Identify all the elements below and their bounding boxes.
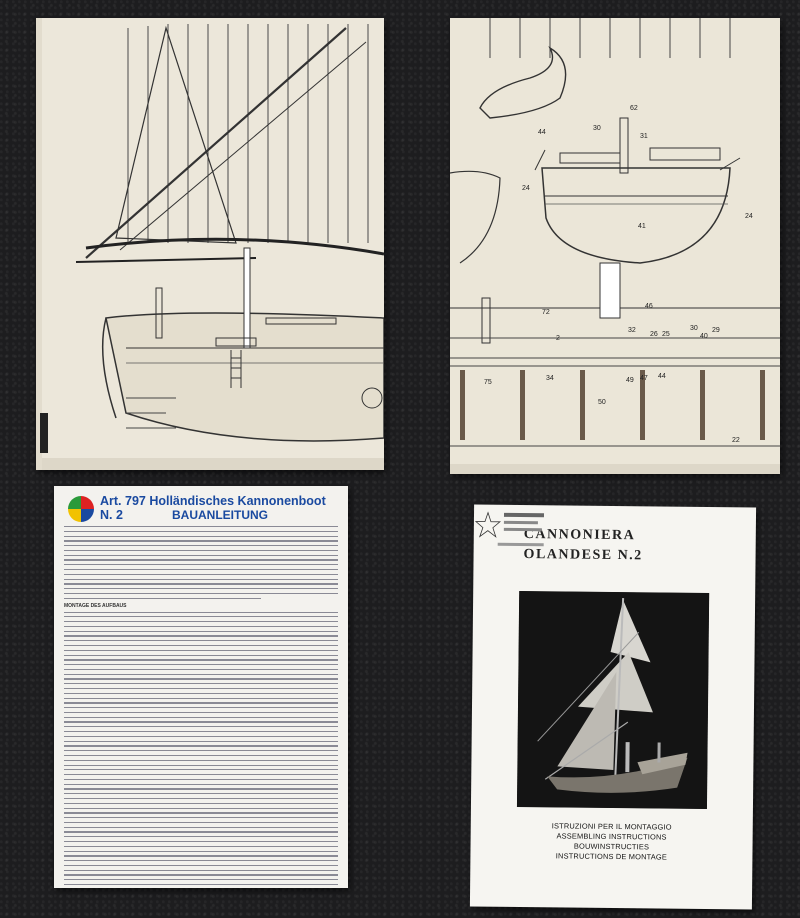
- part-label: 49: [626, 377, 634, 384]
- part-label: 50: [598, 399, 606, 406]
- part-label: 29: [712, 327, 720, 334]
- part-label: 24: [745, 213, 753, 220]
- sailboat-profile-drawing: [36, 18, 384, 470]
- part-label: 32: [628, 327, 636, 334]
- part-label: 41: [638, 223, 646, 230]
- leaflet-subtitle: BAUANLEITUNG: [172, 508, 268, 522]
- part-label: 40: [700, 333, 708, 340]
- sailing-ship-icon: [516, 591, 710, 809]
- plan-sheet-left: [36, 18, 384, 470]
- part-label: 75: [484, 379, 492, 386]
- part-label: 31: [640, 133, 648, 140]
- part-label: 25: [662, 331, 670, 338]
- part-label: 44: [658, 373, 666, 380]
- assembly-manual-cover: CANNONIERA OLANDESE N.2 ISTRUZIONI PER I…: [469, 504, 757, 910]
- star-badge-icon: [474, 511, 545, 547]
- part-label: 62: [630, 105, 638, 112]
- ship-model-photo: [516, 591, 710, 809]
- leaflet-body-text: MONTAGE DES AUFBAUS: [64, 526, 338, 886]
- part-label: 30: [690, 325, 698, 332]
- brand-logo-icon: [68, 496, 94, 522]
- part-label: 22: [732, 437, 740, 444]
- part-label: 2: [556, 335, 560, 342]
- part-label: 72: [542, 309, 550, 316]
- instructions-languages: ISTRUZIONI PER IL MONTAGGIO ASSEMBLING I…: [516, 821, 706, 863]
- part-label: 34: [546, 375, 554, 382]
- german-instruction-leaflet: Art. 797 Holländisches Kannonenboot N. 2…: [54, 486, 348, 888]
- instruction-line-fr: INSTRUCTIONS DE MONTAGE: [555, 851, 668, 862]
- leaflet-title: Art. 797 Holländisches Kannonenboot N. 2: [100, 494, 326, 522]
- part-label: 24: [522, 185, 530, 192]
- part-label: 47: [640, 375, 648, 382]
- hull-detail-drawing: 62 30 31 44 24 41 24 72 2 46 32 26 25 30…: [450, 18, 780, 474]
- part-label: 26: [650, 331, 658, 338]
- plan-sheet-right: 62 30 31 44 24 41 24 72 2 46 32 26 25 30…: [450, 18, 780, 474]
- part-label: 44: [538, 129, 546, 136]
- leaflet-section-heading: MONTAGE DES AUFBAUS: [64, 602, 127, 609]
- part-label: 46: [645, 303, 653, 310]
- part-label: 30: [593, 125, 601, 132]
